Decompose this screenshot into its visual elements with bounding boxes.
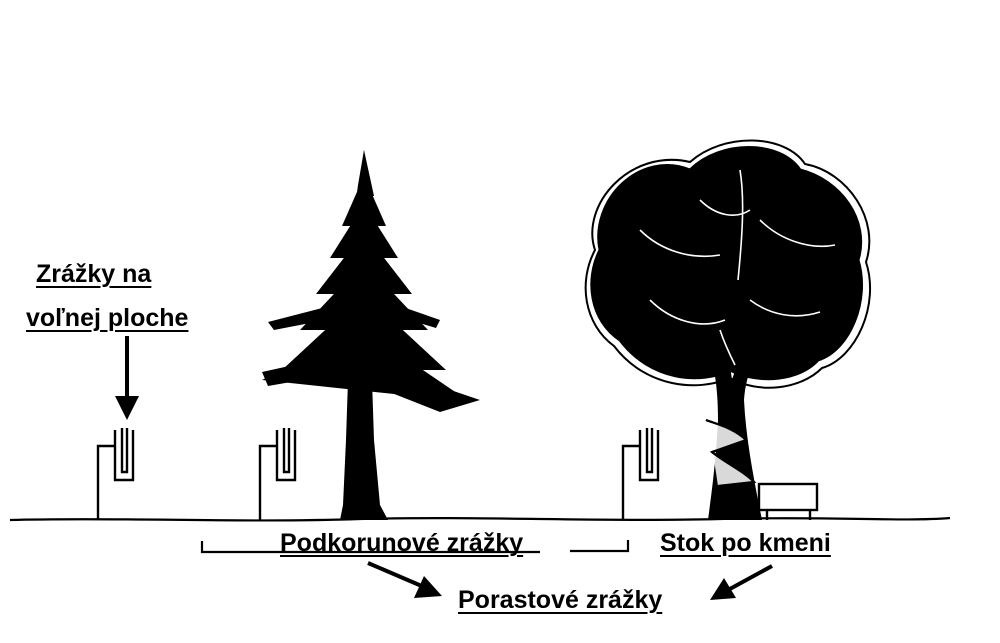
label-open-area-line1: Zrážky na	[36, 260, 152, 288]
throughfall-bracket-right	[570, 540, 630, 553]
arrow-down	[115, 336, 139, 420]
label-open-area-line2: voľnej ploche	[26, 304, 189, 332]
rain-gauge-throughfall-deciduous	[621, 428, 660, 520]
rain-gauge-throughfall-spruce	[258, 428, 297, 520]
label-throughfall: Podkorunové zrážky	[280, 529, 524, 557]
deciduous-tree	[584, 139, 871, 520]
rain-gauge-open-area	[96, 428, 135, 520]
label-stand-precipitation: Porastové zrážky	[458, 586, 663, 614]
arrow-stemflow-to-stand	[710, 564, 773, 600]
throughfall-bracket	[200, 541, 540, 554]
label-stemflow: Stok po kmeni	[660, 529, 831, 557]
ground-line	[9, 516, 951, 522]
spruce-tree	[262, 150, 480, 520]
stemflow-collector	[757, 482, 819, 520]
arrow-throughfall-to-stand	[367, 561, 442, 598]
